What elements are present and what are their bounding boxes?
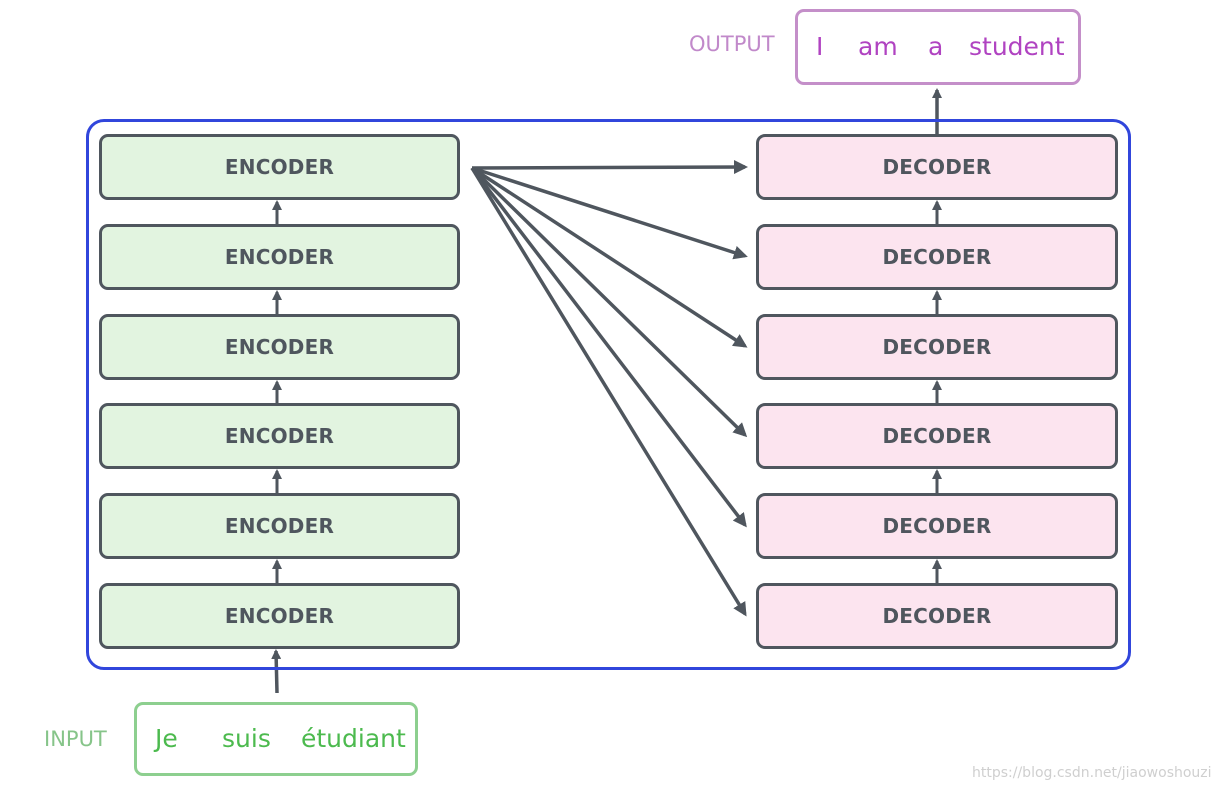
encoder-block-5: ENCODER <box>99 224 460 290</box>
decoder-block-6: DECODER <box>756 134 1118 200</box>
encoder-block-1: ENCODER <box>99 583 460 649</box>
stack-arrows <box>271 88 942 694</box>
encoder-block-3: ENCODER <box>99 403 460 469</box>
encoder-output-arrow <box>470 167 747 617</box>
decoder-block-3: DECODER <box>756 403 1118 469</box>
encoder-output-arrow <box>470 166 748 438</box>
encoder-block-6: ENCODER <box>99 134 460 200</box>
encoder-label: ENCODER <box>224 155 335 179</box>
output-word: a <box>928 32 944 61</box>
input-label: INPUT <box>44 727 107 751</box>
encoder-output-arrow <box>471 160 748 175</box>
input-sentence-box <box>134 702 418 776</box>
transformer-container <box>86 119 1131 670</box>
decoder-label: DECODER <box>882 424 992 448</box>
encoder-block-4: ENCODER <box>99 314 460 380</box>
input-word: suis <box>222 724 271 753</box>
output-label: OUTPUT <box>689 32 775 56</box>
encoder-label: ENCODER <box>224 424 335 448</box>
decoder-label: DECODER <box>882 604 992 628</box>
encoder-label: ENCODER <box>224 245 335 269</box>
decoder-label: DECODER <box>882 335 992 359</box>
output-word: I <box>816 32 824 61</box>
encoder-output-arrow <box>471 166 748 260</box>
input-word: étudiant <box>301 724 406 753</box>
encoder-label: ENCODER <box>224 335 335 359</box>
decoder-label: DECODER <box>882 155 992 179</box>
encoder-output-arrow <box>471 166 748 348</box>
output-word: student <box>969 32 1065 61</box>
input-word: Je <box>155 724 178 753</box>
encoder-block-2: ENCODER <box>99 493 460 559</box>
decoder-block-2: DECODER <box>756 493 1118 559</box>
encoder-to-decoder-arrows <box>470 160 748 617</box>
watermark: https://blog.csdn.net/jiaowoshouzi <box>972 765 1212 781</box>
output-word: am <box>858 32 898 61</box>
encoder-label: ENCODER <box>224 604 335 628</box>
output-sentence-box <box>795 9 1081 85</box>
decoder-label: DECODER <box>882 245 992 269</box>
decoder-label: DECODER <box>882 514 992 538</box>
decoder-block-1: DECODER <box>756 583 1118 649</box>
decoder-block-4: DECODER <box>756 314 1118 380</box>
encoder-label: ENCODER <box>224 514 335 538</box>
decoder-block-5: DECODER <box>756 224 1118 290</box>
encoder-output-arrow <box>470 166 747 528</box>
input-arrow <box>271 649 282 694</box>
